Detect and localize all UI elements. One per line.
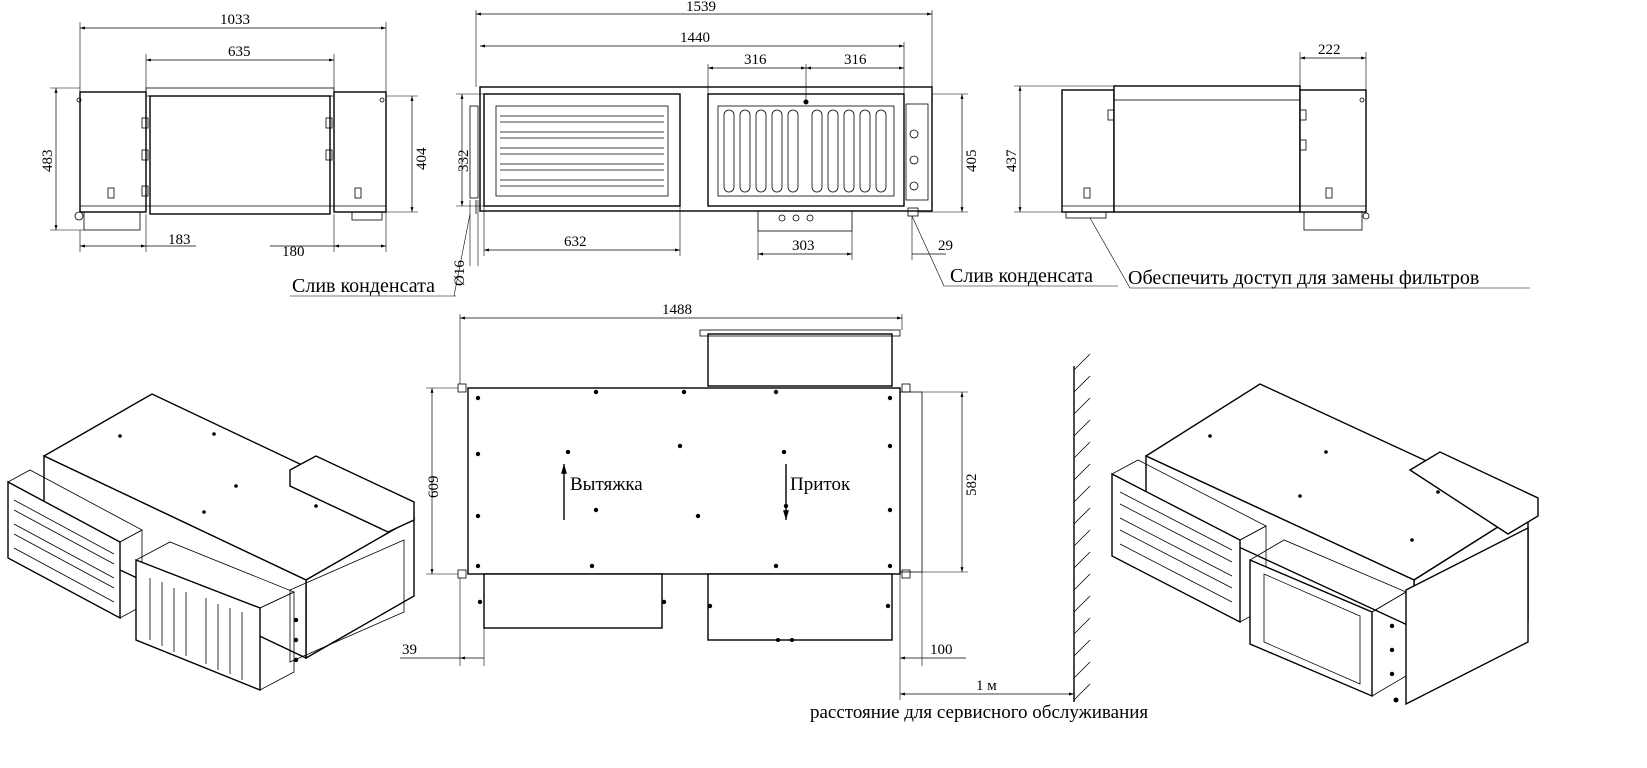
dim-582: 582: [964, 474, 980, 497]
dim-1488: 1488: [662, 302, 692, 318]
dim-316-right: 316: [844, 52, 867, 68]
bottom-junction: [757, 210, 853, 232]
front-left-module: [79, 91, 147, 213]
dim-29: 29: [938, 238, 953, 254]
rear-left-module: [1061, 89, 1115, 213]
top-lower-right-module: [707, 573, 893, 641]
drain-label-right: Слив конденсата: [950, 265, 1093, 287]
dim-405: 405: [964, 150, 980, 173]
dim-180: 180: [282, 244, 305, 260]
louvre-panel: [483, 93, 681, 207]
side-view: 1539 1440 316 316 332 405 Ø16 632 303 29: [290, 0, 1118, 297]
filter-access-label: Обеспечить доступ для замены фильтров: [1128, 267, 1479, 289]
dim-1m: 1 м: [976, 678, 997, 694]
dim-183: 183: [168, 232, 191, 248]
top-view: 1488 609 582 39 100 1 м: [400, 302, 1074, 700]
rear-body: [1113, 85, 1301, 213]
wall: [1073, 353, 1091, 702]
dim-1033: 1033: [220, 12, 250, 28]
top-lower-left-module: [483, 573, 663, 629]
dim-332: 332: [456, 150, 472, 173]
dim-1440: 1440: [680, 30, 710, 46]
dim-632: 632: [564, 234, 587, 250]
isometric-view-right: [1111, 383, 1539, 706]
exhaust-label: Вытяжка: [570, 474, 643, 495]
supply-label: Приток: [790, 474, 851, 495]
dim-39: 39: [402, 642, 417, 658]
rear-right-module: [1299, 89, 1367, 213]
dim-303: 303: [792, 238, 815, 254]
dim-483: 483: [40, 150, 56, 173]
rear-view: 222 437: [1004, 42, 1530, 289]
front-view: 1033 635 483 404 183 180: [40, 12, 430, 260]
front-center-body: [149, 95, 331, 215]
isometric-view-left: [7, 393, 416, 692]
dim-404: 404: [414, 147, 430, 170]
dim-222: 222: [1318, 42, 1341, 58]
front-right-module: [333, 91, 387, 213]
top-upper-module: [707, 333, 893, 387]
top-body: [467, 387, 901, 575]
dim-100: 100: [930, 642, 953, 658]
dim-316-left: 316: [744, 52, 767, 68]
dim-609: 609: [426, 476, 442, 499]
service-note: расстояние для сервисного обслуживания: [810, 702, 1148, 723]
dim-635: 635: [228, 44, 251, 60]
drain-label-left: Слив конденсата: [292, 275, 435, 297]
dim-1539: 1539: [686, 0, 716, 15]
dim-d16: Ø16: [452, 260, 468, 286]
heater-panel: [707, 93, 905, 207]
dim-437: 437: [1004, 149, 1020, 172]
